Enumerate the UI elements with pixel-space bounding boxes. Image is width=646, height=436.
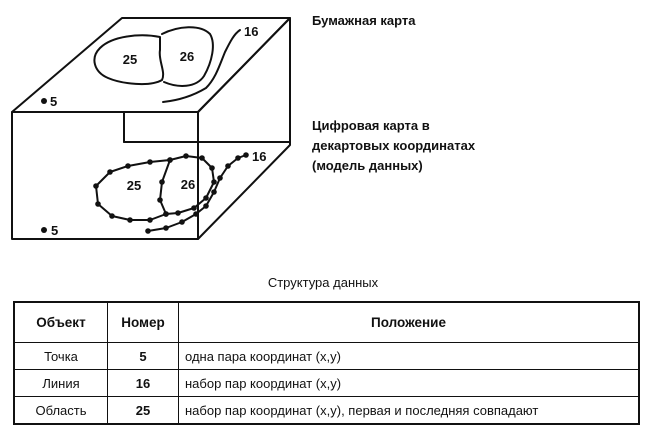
cell-object: Точка [13, 342, 108, 370]
vertex-marker [163, 211, 169, 217]
paper-region-26-label: 26 [180, 49, 194, 64]
vertex-marker [175, 210, 181, 216]
vertex-marker [95, 201, 101, 207]
vertex-marker [179, 219, 185, 225]
vertex-marker [235, 155, 241, 161]
paper-region-26 [161, 26, 214, 87]
paper-region-25-label: 25 [123, 52, 137, 67]
vertex-marker [209, 165, 215, 171]
vertex-marker [203, 203, 209, 209]
cell-position: набор пар координат (x,y) [178, 369, 640, 397]
data-structure-table: Объект Номер Положение Точка 5 одна пара… [13, 301, 640, 425]
table-row-line: Линия 16 набор пар координат (x,y) [13, 369, 640, 397]
digital-line-16-label: 16 [252, 149, 266, 164]
paper-map-front-face [11, 111, 199, 240]
vertex-marker [203, 195, 209, 201]
paper-point-5 [41, 98, 47, 104]
cell-position: набор пар координат (x,y), первая и посл… [178, 396, 640, 425]
digital-map-caption-line-3: (модель данных) [312, 158, 423, 173]
cell-number: 25 [107, 396, 179, 425]
paper-line-16 [162, 29, 241, 103]
vertex-marker [163, 225, 169, 231]
paper-line-16-label: 16 [244, 24, 258, 39]
vertex-marker [193, 211, 199, 217]
vertex-marker [199, 155, 205, 161]
header-position: Положение [178, 301, 640, 343]
vertex-marker [93, 183, 99, 189]
vertex-marker [211, 179, 217, 185]
vertex-marker [147, 159, 153, 165]
vertex-marker [147, 217, 153, 223]
digital-map-caption-line-1: Цифровая карта в [312, 118, 430, 133]
vertex-marker [159, 179, 165, 185]
cell-number: 5 [107, 342, 179, 370]
digital-map-caption: Цифровая карта в декартовых координатах … [312, 116, 475, 176]
vertex-marker [211, 189, 217, 195]
digital-region-26-label: 26 [181, 177, 195, 192]
vertex-marker [157, 197, 163, 203]
paper-map-caption: Бумажная карта [312, 13, 416, 28]
vertex-marker [109, 213, 115, 219]
cell-object: Область [13, 396, 108, 425]
vertex-marker [125, 163, 131, 169]
paper-point-5-label: 5 [50, 94, 57, 109]
cell-position: одна пара координат (x,y) [178, 342, 640, 370]
vertex-marker [191, 205, 197, 211]
digital-point-5-label: 5 [51, 223, 58, 238]
vertex-marker [217, 175, 223, 181]
digital-region-25-label: 25 [127, 178, 141, 193]
table-title: Структура данных [267, 275, 379, 290]
table-row-point: Точка 5 одна пара координат (x,y) [13, 342, 640, 370]
vertex-marker [127, 217, 133, 223]
vertex-marker [107, 169, 113, 175]
digital-line-16 [147, 154, 247, 232]
digital-point-5 [41, 227, 47, 233]
cell-object: Линия [13, 369, 108, 397]
digital-map-caption-line-2: декартовых координатах [312, 138, 476, 153]
vertex-marker [167, 157, 173, 163]
table-row-area: Область 25 набор пар координат (x,y), пе… [13, 396, 640, 425]
vertex-marker [183, 153, 189, 159]
vertex-marker [145, 228, 151, 234]
vertex-marker [243, 152, 249, 158]
paper-map-side-face [197, 17, 291, 240]
vertex-marker [225, 163, 231, 169]
paper-region-25 [93, 34, 165, 86]
table-header-row: Объект Номер Положение [13, 301, 640, 343]
header-number: Номер [107, 301, 179, 343]
header-object: Объект [13, 301, 108, 343]
cell-number: 16 [107, 369, 179, 397]
